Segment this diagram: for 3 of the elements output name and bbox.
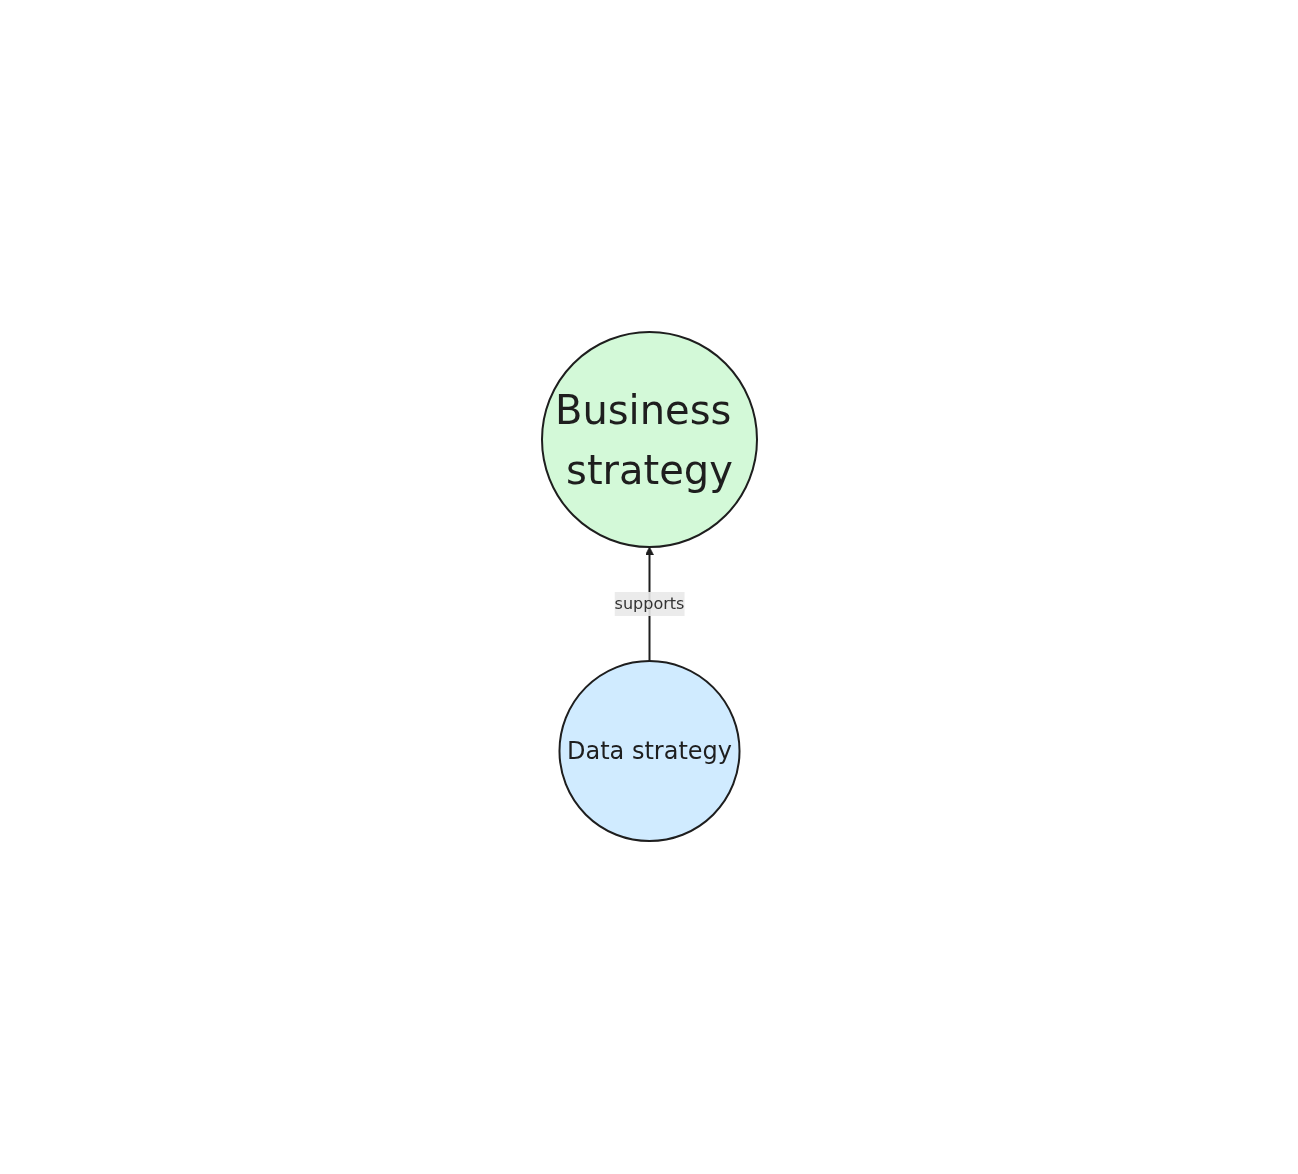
node-circle: Data strategy bbox=[558, 660, 740, 843]
edge-label: supports bbox=[614, 594, 684, 614]
node-circle: Business strategy bbox=[540, 331, 758, 549]
